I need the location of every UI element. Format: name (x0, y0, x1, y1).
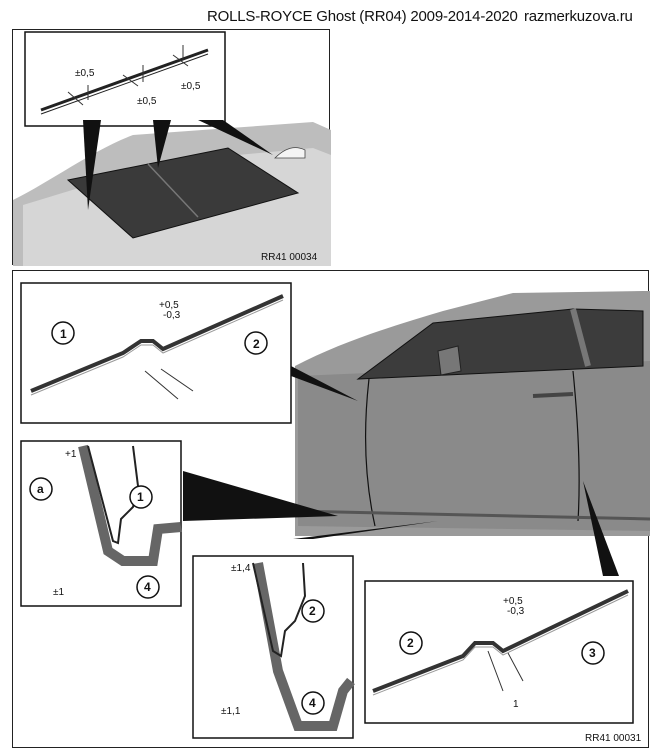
tol-roof-2: ±0,5 (137, 96, 157, 107)
door-panel-frame: +0,5 -0,3 1 2 +1 ±1 a 1 4 ±1,4 ±1,1 2 4 … (12, 270, 650, 748)
tol-roof-3: ±0,5 (181, 81, 201, 92)
tol-roof-1: ±0,5 (75, 68, 95, 79)
tol-d-upper: +0,5 (503, 596, 523, 607)
callout-b-1: 1 (137, 490, 144, 504)
tol-d-lower: -0,3 (507, 606, 525, 617)
callout-a-1: 1 (60, 327, 67, 341)
tol-a-upper: +0,5 (159, 300, 179, 311)
tol-b-side: ±1 (53, 587, 65, 598)
callout-a-2: 2 (253, 337, 260, 351)
roof-panel-frame: ±0,5 ±0,5 ±0,5 RR41 00034 (12, 29, 331, 266)
callout-c-2: 2 (309, 604, 316, 618)
tol-b-top: +1 (65, 449, 77, 460)
tol-c-top: ±1,4 (231, 563, 251, 574)
callout-c-4: 4 (309, 696, 316, 710)
callout-d-2: 2 (407, 636, 414, 650)
roof-illustration (13, 31, 331, 266)
callout-d-3: 3 (589, 646, 596, 660)
dim-d: 1 (513, 699, 519, 710)
callout-b-4: 4 (144, 580, 151, 594)
tol-a-lower: -0,3 (163, 310, 181, 321)
tol-c-side: ±1,1 (221, 706, 241, 717)
figure-code-bottom: RR41 00031 (585, 733, 642, 744)
site-watermark: razmerkuzova.ru (524, 8, 633, 25)
document-title: ROLLS-ROYCE Ghost (RR04) 2009-2014-2020 (207, 8, 518, 25)
figure-code-top: RR41 00034 (261, 252, 318, 263)
callout-b-a: a (37, 482, 44, 496)
door-illustration (20, 282, 650, 739)
